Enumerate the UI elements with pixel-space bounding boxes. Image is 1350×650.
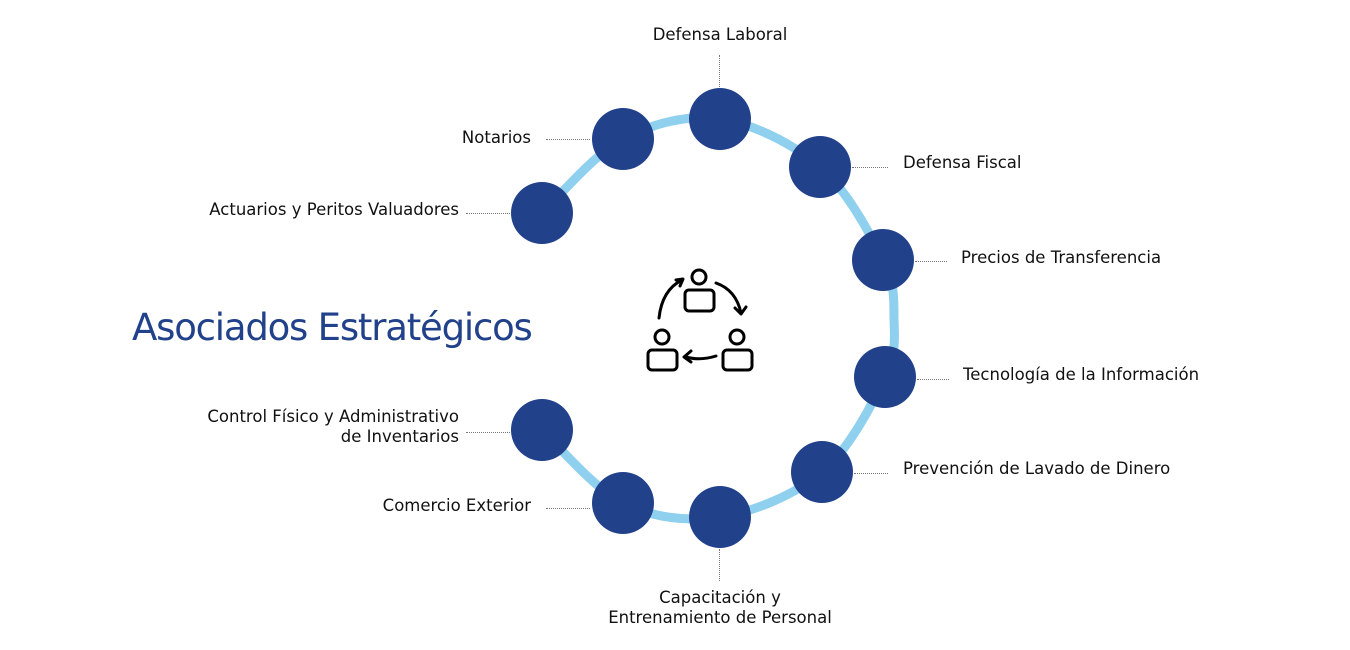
leader-line [546,139,590,140]
leader-line [546,508,590,509]
leader-line [719,55,720,87]
label-line: de Inventarios [340,427,459,446]
partner-node [592,472,654,534]
leader-line [466,213,510,214]
partner-node [511,399,573,461]
leader-line [852,167,888,168]
ring-arc [537,113,899,524]
partner-label-defensa-fiscal: Defensa Fiscal [903,153,1022,172]
leader-line [854,473,888,474]
partner-node [789,136,851,198]
label-line: Capacitación y [659,588,781,607]
partner-label-comercio-exterior: Comercio Exterior [382,496,531,515]
partner-label-precios-transferencia: Precios de Transferencia [961,248,1162,267]
partner-label-actuarios: Actuarios y Peritos Valuadores [209,200,459,219]
label-line: Control Físico y Administrativo [207,407,459,426]
partner-node [592,108,654,170]
partner-label-tecnologia: Tecnología de la Información [963,365,1200,384]
partner-label-notarios: Notarios [461,128,531,147]
partner-label-defensa-laboral: Defensa Laboral [652,25,788,44]
partner-node [689,88,751,150]
partner-node [854,346,916,408]
partner-label-prevencion-lavado: Prevención de Lavado de Dinero [903,459,1171,478]
partner-node [791,441,853,503]
leader-line [917,379,949,380]
partner-label-capacitacion: Capacitación y Entrenamiento de Personal [560,588,880,628]
team-collaboration-cycle-icon [646,268,754,372]
leader-line [915,261,947,262]
partner-node [689,486,751,548]
label-line: Entrenamiento de Personal [608,608,832,627]
leader-line [466,432,510,433]
page-title: Asociados Estratégicos [132,306,533,349]
partner-node [852,229,914,291]
partner-label-control-inventarios: Control Físico y Administrativo de Inven… [100,407,459,447]
leader-line [719,549,720,581]
partner-node [511,182,573,244]
